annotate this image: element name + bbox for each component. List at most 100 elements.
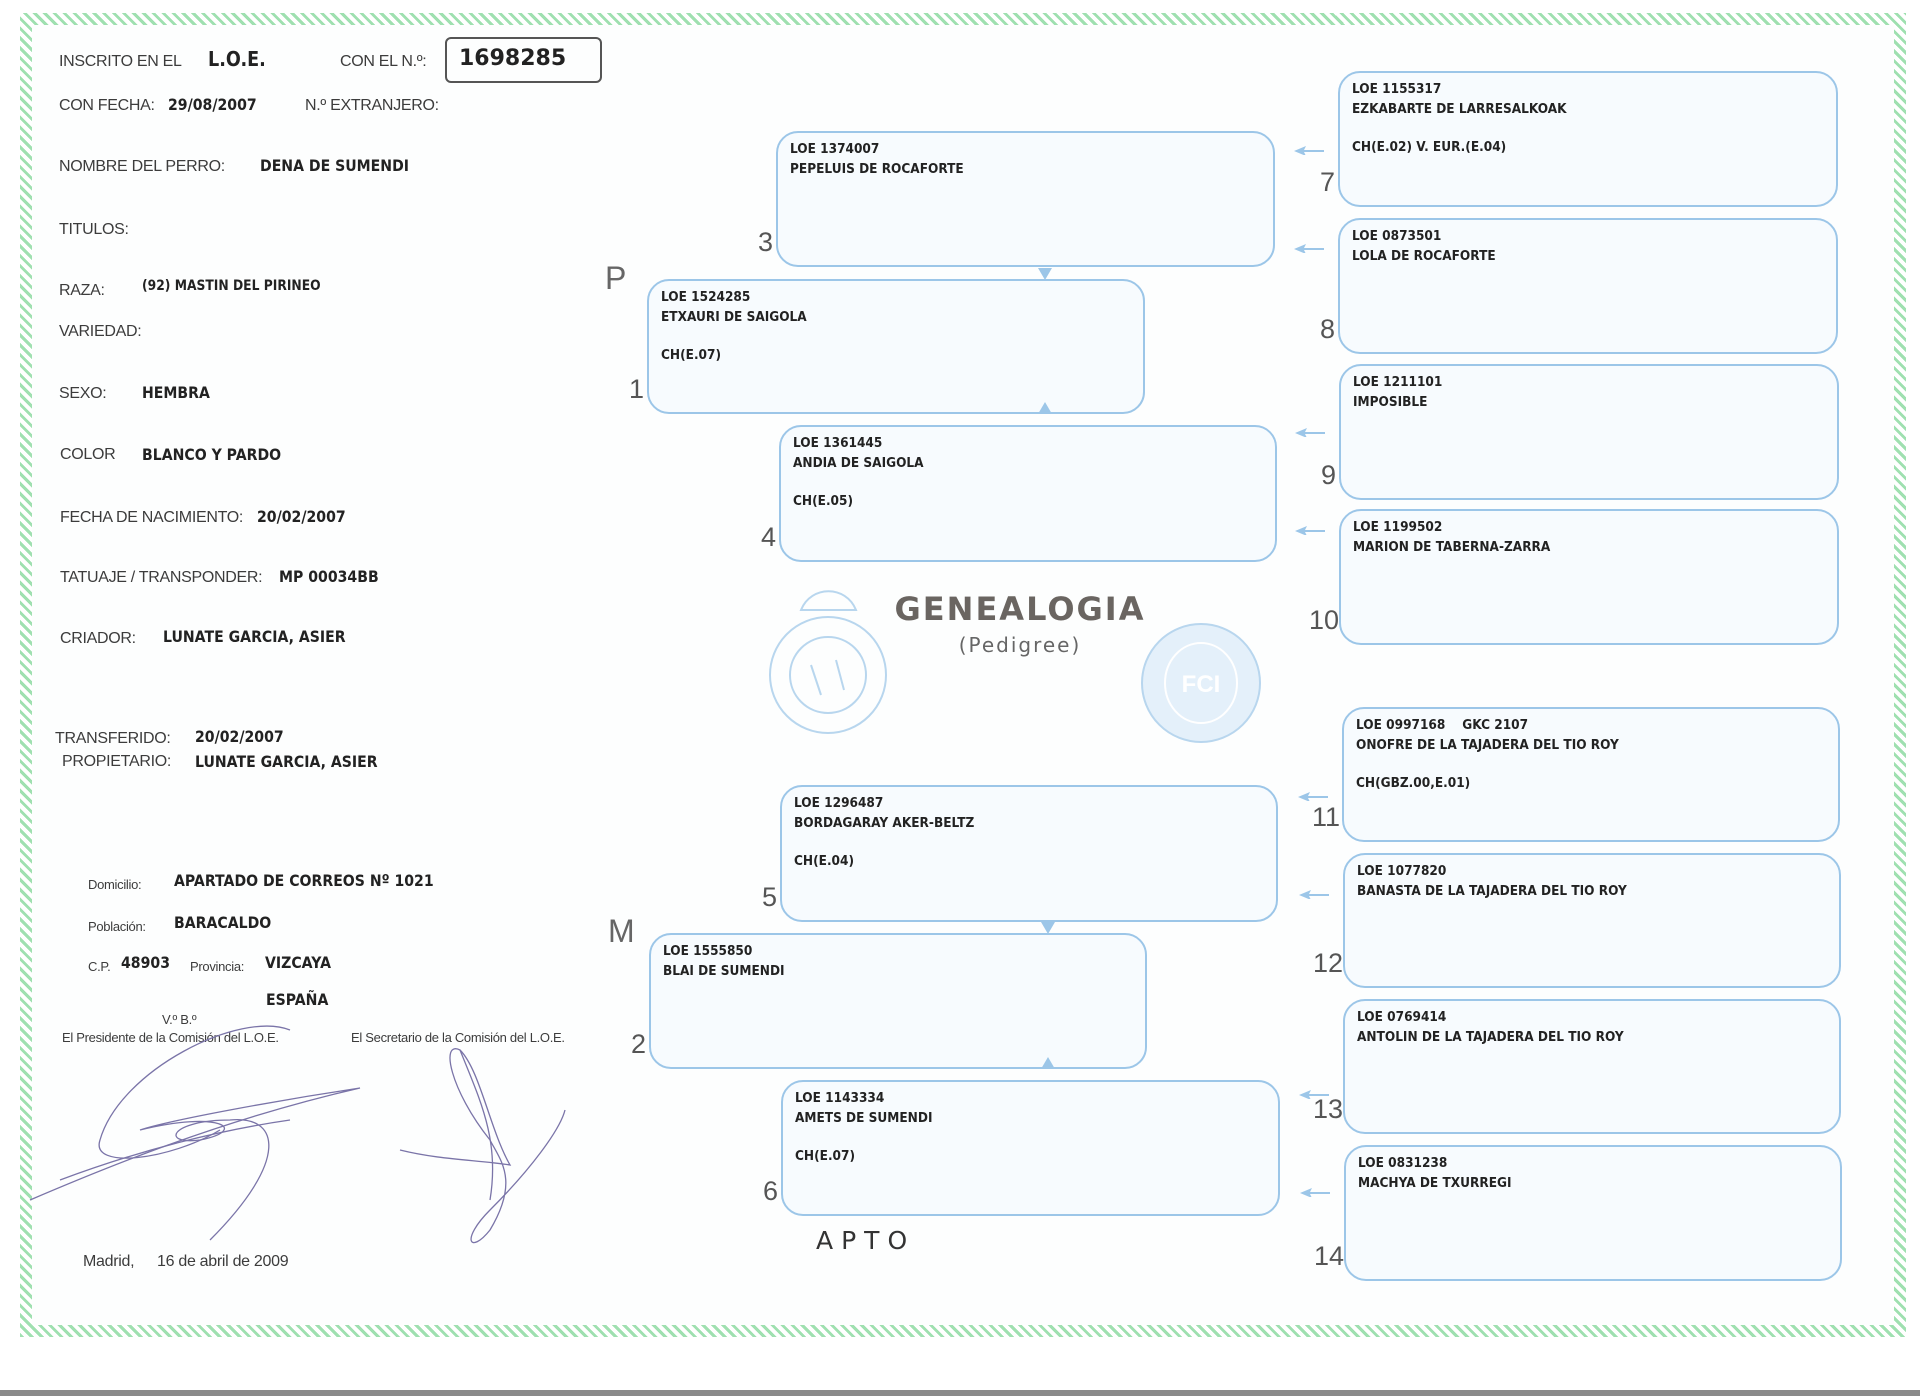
ancestor-name: EZKABARTE DE LARRESALKOAK: [1352, 101, 1567, 117]
ancestor-id: LOE 1143334: [795, 1090, 885, 1106]
ancestor-number: 10: [1309, 605, 1340, 635]
ancestor-id: LOE 1199502: [1353, 519, 1443, 535]
ancestor-number: 5: [762, 882, 778, 912]
number-label: CON EL N.º:: [340, 53, 427, 70]
color: BLANCO Y PARDO: [142, 445, 282, 464]
tattoo: MP 00034BB: [279, 567, 379, 586]
vb-label: V.º B.º: [162, 1012, 197, 1027]
status-apto: APTO: [816, 1226, 916, 1255]
triangle-up-icon: [1041, 1057, 1055, 1069]
ancestor-name: ANTOLIN DE LA TAJADERA DEL TIO ROY: [1357, 1029, 1624, 1045]
pedigree-title: GENEALOGIA: [894, 590, 1146, 628]
ancestor-number: 4: [761, 522, 777, 552]
ancestor-id: LOE 1524285: [661, 289, 751, 305]
arrow-left-icon: [1299, 1090, 1329, 1099]
secretary-label: El Secretario de la Comisión del L.O.E.: [351, 1030, 565, 1045]
ancestor-id: LOE 0873501: [1352, 228, 1442, 244]
ancestor-number: 11: [1312, 802, 1341, 832]
arrow-left-icon: [1298, 792, 1328, 801]
ancestor-id: LOE 1077820: [1357, 863, 1447, 879]
ancestor-number: 6: [763, 1176, 779, 1206]
ancestor-number: 2: [631, 1029, 647, 1059]
ancestor-titles: CH(E.04): [794, 853, 855, 869]
ancestor-name: BORDAGARAY AKER-BELTZ: [794, 815, 975, 831]
rsce-logo: [769, 590, 887, 734]
ancestor-name: IMPOSIBLE: [1353, 394, 1428, 410]
sex: HEMBRA: [142, 383, 210, 402]
registry: L.O.E.: [208, 47, 266, 71]
ancestor-number: 12: [1313, 948, 1344, 978]
arrow-left-icon: [1299, 890, 1329, 899]
ancestor-number: 14: [1314, 1241, 1345, 1271]
transferred-date: 20/02/2007: [195, 727, 284, 746]
ancestor-number: 13: [1313, 1094, 1344, 1124]
ancestor-name: BLAI DE SUMENDI: [663, 963, 785, 979]
owner-label: PROPIETARIO:: [62, 753, 172, 770]
registration-date: 29/08/2007: [168, 95, 257, 114]
province-label: Provincia:: [190, 959, 245, 974]
issue-date: 16 de abril de 2009: [157, 1253, 289, 1270]
town: BARACALDO: [174, 913, 272, 932]
signatures-drawing: [29, 1025, 566, 1244]
birth-date: 20/02/2007: [257, 507, 346, 526]
country: ESPAÑA: [266, 990, 329, 1009]
registration-number: 1698285: [459, 46, 567, 71]
ancestor-id: LOE 1361445: [793, 435, 883, 451]
dog-name: DENA DE SUMENDI: [260, 156, 410, 175]
ancestor-name: PEPELUIS DE ROCAFORTE: [790, 161, 964, 177]
town-label: Población:: [88, 919, 146, 934]
ancestor-number: 3: [758, 227, 774, 257]
dog-name-label: NOMBRE DEL PERRO:: [59, 158, 225, 175]
triangle-down-icon: [1041, 922, 1055, 934]
fci-logo: FCI: [1141, 623, 1261, 743]
breed-label: RAZA:: [59, 282, 105, 299]
birth-date-label: FECHA DE NACIMIENTO:: [60, 509, 244, 526]
ancestor-titles: CH(E.02) V. EUR.(E.04): [1352, 139, 1507, 155]
father-marker: P: [605, 260, 627, 296]
tattoo-label: TATUAJE / TRANSPONDER:: [60, 569, 263, 586]
ancestor-titles: CH(GBZ.00,E.01): [1356, 775, 1471, 791]
postal-code: 48903: [121, 953, 170, 972]
registration-number-box: 1698285: [445, 37, 602, 83]
date-label: CON FECHA:: [59, 97, 155, 114]
ancestor-name: AMETS DE SUMENDI: [795, 1110, 933, 1126]
ancestor-titles: CH(E.07): [661, 347, 722, 363]
province: VIZCAYA: [265, 953, 331, 972]
foreign-number-label: N.º EXTRANJERO:: [305, 97, 439, 114]
svg-text:FCI: FCI: [1182, 671, 1221, 698]
ancestor-name: ANDIA DE SAIGOLA: [793, 455, 924, 471]
breeder: LUNATE GARCIA, ASIER: [163, 627, 346, 646]
titles-label: TITULOS:: [59, 221, 129, 238]
mother-marker: M: [608, 913, 635, 949]
ancestor-id: LOE 0831238: [1358, 1155, 1448, 1171]
ancestor-id: LOE 1555850: [663, 943, 753, 959]
ancestor-id: LOE 1155317: [1352, 81, 1442, 97]
ancestor-id: LOE 0997168 GKC 2107: [1356, 717, 1529, 733]
ancestor-titles: CH(E.07): [795, 1148, 856, 1164]
variety-label: VARIEDAD:: [59, 323, 142, 340]
cp-label: C.P.: [88, 959, 111, 974]
triangle-down-icon: [1038, 268, 1052, 280]
breed: (92) MASTIN DEL PIRINEO: [142, 278, 321, 294]
ancestor-number: 7: [1320, 167, 1336, 197]
ancestor-name: ONOFRE DE LA TAJADERA DEL TIO ROY: [1356, 737, 1619, 753]
arrow-left-icon: [1295, 428, 1325, 437]
breeder-label: CRIADOR:: [60, 630, 136, 647]
owner-name: LUNATE GARCIA, ASIER: [195, 752, 378, 771]
color-label: COLOR: [60, 446, 116, 463]
ancestor-id: LOE 1296487: [794, 795, 884, 811]
ancestor-number: 8: [1320, 314, 1336, 344]
sex-label: SEXO:: [59, 385, 107, 402]
